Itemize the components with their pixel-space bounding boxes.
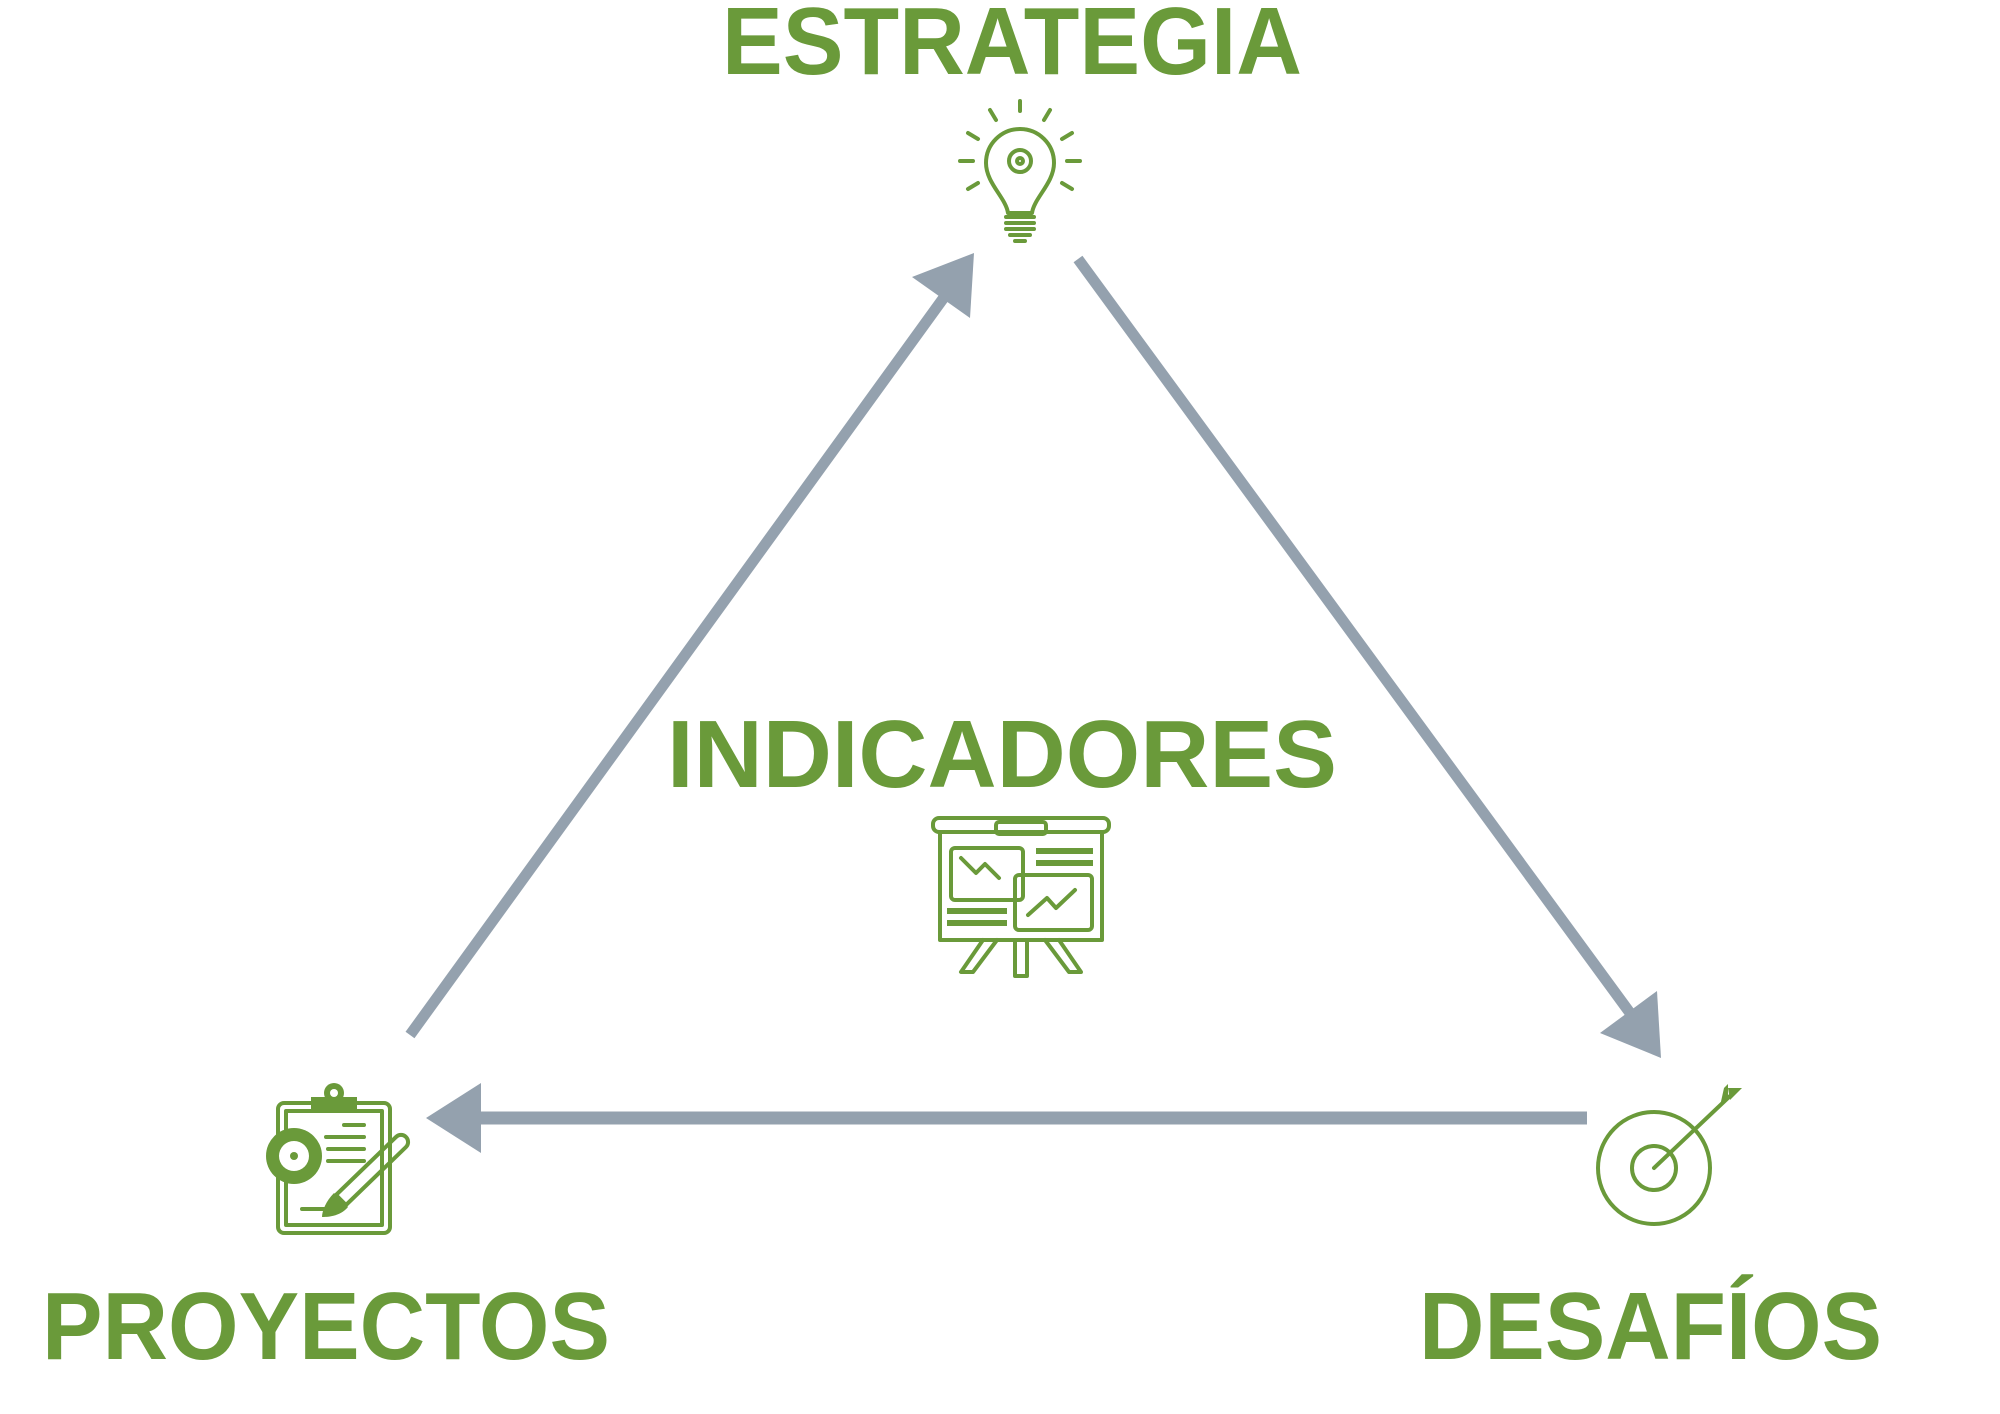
label-proyectos: PROYECTOS [42,1273,610,1380]
clipboard-gear-pencil-icon [266,1083,411,1235]
label-estrategia: ESTRATEGIA [722,0,1302,95]
arrow-desafios-to-proyectos [426,1083,1587,1153]
lightbulb-gear-icon [958,99,1082,243]
target-arrow-icon [1596,1084,1742,1226]
presentation-board-icon [931,816,1111,978]
arrow-estrategia-to-desafios [1073,255,1661,1058]
label-desafios: DESAFÍOS [1419,1273,1882,1380]
arrow-proyectos-to-estrategia [405,253,974,1039]
label-indicadores: INDICADORES [667,701,1337,808]
